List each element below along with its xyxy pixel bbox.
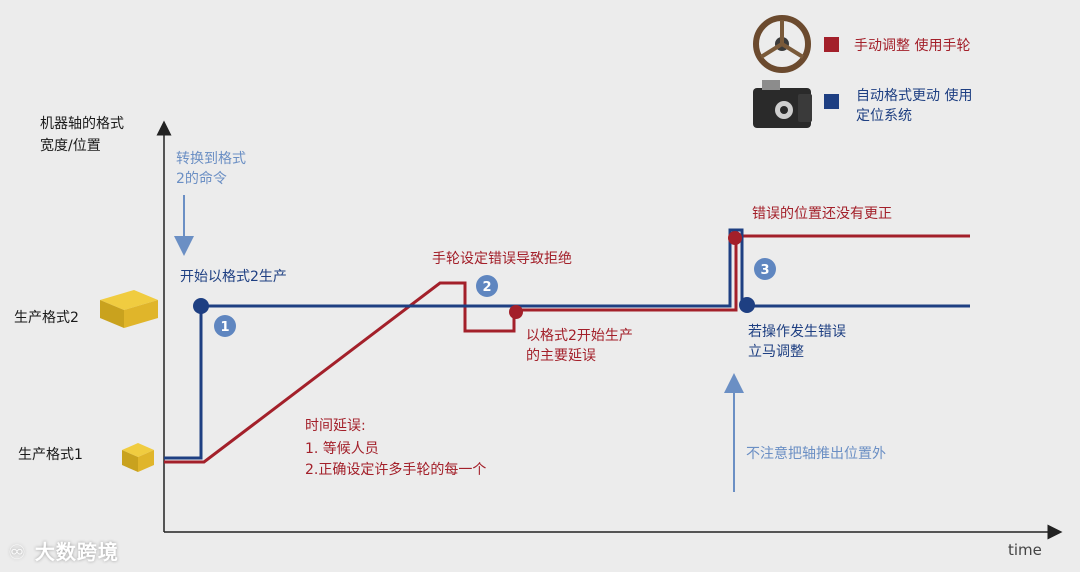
command-note-line1: 转换到格式 — [176, 150, 246, 167]
error-uncorrected-note: 错误的位置还没有更正 — [752, 206, 892, 222]
marker-1: 1 — [214, 315, 236, 337]
legend-manual-label: 手动调整 使用手轮 — [854, 37, 970, 54]
auto-correct-note-line2: 立马调整 — [748, 344, 804, 360]
watermark-logo-icon: ♾ — [8, 540, 35, 564]
positioning-system-icon — [753, 80, 812, 128]
time-delay-item-1: 1. 等候人员 — [305, 440, 379, 457]
watermark-text: 大数跨境 — [35, 540, 119, 564]
legend-manual-swatch — [824, 37, 839, 52]
legend-auto-swatch — [824, 94, 839, 109]
auto-start-dot — [193, 298, 209, 314]
manual-error-dot — [728, 231, 742, 245]
handwheel-icon — [756, 18, 808, 70]
legend-auto-label-line1: 自动格式更动 使用 — [856, 87, 972, 104]
auto-correct-note-line1: 若操作发生错误 — [748, 324, 846, 340]
x-axis-title: time — [1008, 541, 1042, 559]
legend-auto-label-line2: 定位系统 — [856, 108, 912, 124]
level-format1-label: 生产格式1 — [18, 447, 83, 463]
main-delay-note-line2: 的主要延误 — [526, 348, 596, 364]
auto-correct-dot — [739, 297, 755, 313]
handwheel-error-note: 手轮设定错误导致拒绝 — [432, 251, 572, 267]
command-note-line2: 2的命令 — [176, 170, 227, 187]
y-axis-title-line1: 机器轴的格式 — [40, 116, 124, 132]
svg-text:3: 3 — [760, 263, 769, 278]
main-delay-note-line1: 以格式2开始生产 — [526, 328, 633, 344]
box-large-icon — [100, 290, 158, 328]
svg-text:2: 2 — [482, 280, 491, 295]
manual-start-dot — [509, 305, 523, 319]
time-delay-title: 时间延误: — [305, 418, 366, 434]
pushed-out-note: 不注意把轴推出位置外 — [746, 445, 886, 462]
level-format2-label: 生产格式2 — [14, 310, 79, 326]
watermark: ♾ 大数跨境 — [8, 536, 119, 565]
marker-2: 2 — [476, 275, 498, 297]
svg-text:1: 1 — [220, 320, 229, 335]
start-format2-note: 开始以格式2生产 — [180, 269, 287, 285]
time-delay-item-2: 2.正确设定许多手轮的每一个 — [305, 461, 486, 478]
marker-3: 3 — [754, 258, 776, 280]
y-axis-title-line2: 宽度/位置 — [40, 137, 101, 154]
box-small-icon — [122, 443, 154, 472]
